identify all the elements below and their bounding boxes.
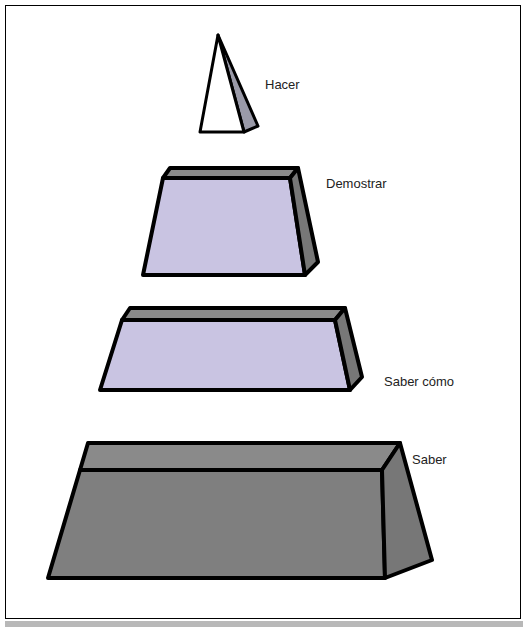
pyramid-level: Saber (45, 440, 449, 581)
pyramid-face (200, 35, 244, 132)
pyramid-face (335, 308, 362, 390)
pyramid-level: Demostrar (140, 165, 389, 278)
pyramid-face (80, 443, 400, 470)
pyramid-face (290, 168, 318, 275)
pyramid-level: Hacer (197, 32, 302, 135)
pyramid-face (48, 470, 385, 578)
frame-shadow (5, 621, 523, 627)
level-label: Saber (412, 452, 447, 468)
level-label: Demostrar (326, 176, 387, 192)
level-label: Saber cómo (384, 374, 454, 390)
pyramid-face (100, 320, 350, 390)
level-label: Hacer (265, 77, 300, 93)
pyramid-level: Saber cómo (97, 305, 456, 393)
pyramid-face (143, 178, 305, 275)
